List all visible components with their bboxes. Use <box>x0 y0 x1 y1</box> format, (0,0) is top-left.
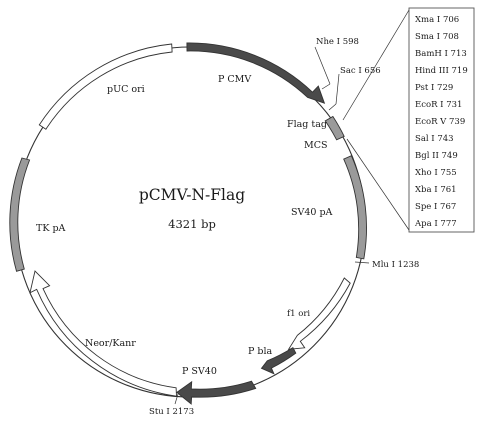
p-bla-label: P bla <box>248 346 273 357</box>
nhe-site-label: Nhe I 598 <box>316 37 359 47</box>
neor-kanr-feature <box>29 270 177 397</box>
neor-kanr-label: Neor/Kanr <box>85 338 136 349</box>
nhe-site-tick <box>321 83 331 90</box>
mcs-site-label: EcoR V 739 <box>415 117 465 127</box>
plasmid-size: 4321 bp <box>168 217 216 231</box>
flag-tag-label: Flag tag <box>287 119 327 130</box>
sac-site-label: Sac I 656 <box>340 66 381 76</box>
sv40-pa-label: SV40 pA <box>291 207 333 218</box>
mcs-site-label: Bgl II 749 <box>415 151 458 161</box>
p-sv40-feature <box>176 380 257 405</box>
f1-ori-label: f1 ori <box>287 309 310 319</box>
f1-ori-feature <box>287 277 351 350</box>
tk-pa-label: TK pA <box>36 223 66 234</box>
mcs-site-label: Apa I 777 <box>414 219 457 229</box>
sv40-pa-feature <box>343 155 367 260</box>
mlu-site-tick <box>354 261 370 264</box>
sac-leader <box>335 73 340 105</box>
mcs-site-label: Pst I 729 <box>415 83 453 93</box>
p-cmv-feature <box>186 42 326 104</box>
mcs-site-label: Xma I 706 <box>415 15 459 25</box>
mcs-site-box <box>408 7 475 233</box>
mcs-fan-top <box>342 9 410 121</box>
mcs-site-label: Hind III 719 <box>415 66 468 76</box>
mcs-fan-bottom <box>346 138 410 231</box>
mcs-label: MCS <box>304 140 328 151</box>
mcs-site-label: BamH I 713 <box>415 49 467 59</box>
mcs-site-label: Sal I 743 <box>415 134 454 144</box>
p-cmv-label: P CMV <box>218 74 251 85</box>
stu-site-tick <box>174 393 179 405</box>
puc-ori-feature <box>38 43 173 130</box>
nhe-leader <box>314 46 331 85</box>
mcs-site-label: Xho I 755 <box>415 168 457 178</box>
mcs-site-label: EcoR I 731 <box>415 100 462 110</box>
mcs-site-label: Spe I 767 <box>415 202 456 212</box>
puc-ori-label: pUC ori <box>107 84 145 95</box>
plasmid-name: pCMV-N-Flag <box>139 186 245 204</box>
mcs-site-label: Sma I 708 <box>415 32 459 42</box>
stu-site-label: Stu I 2173 <box>149 407 194 417</box>
mcs-site-label: Xba I 761 <box>415 185 457 195</box>
sac-site-tick <box>328 103 337 111</box>
tk-pa-feature <box>9 157 31 272</box>
mlu-site-label: Mlu I 1238 <box>372 260 419 270</box>
p-sv40-label: P SV40 <box>182 366 217 377</box>
flag-tag-feature <box>324 115 345 141</box>
p-bla-feature <box>260 346 297 375</box>
